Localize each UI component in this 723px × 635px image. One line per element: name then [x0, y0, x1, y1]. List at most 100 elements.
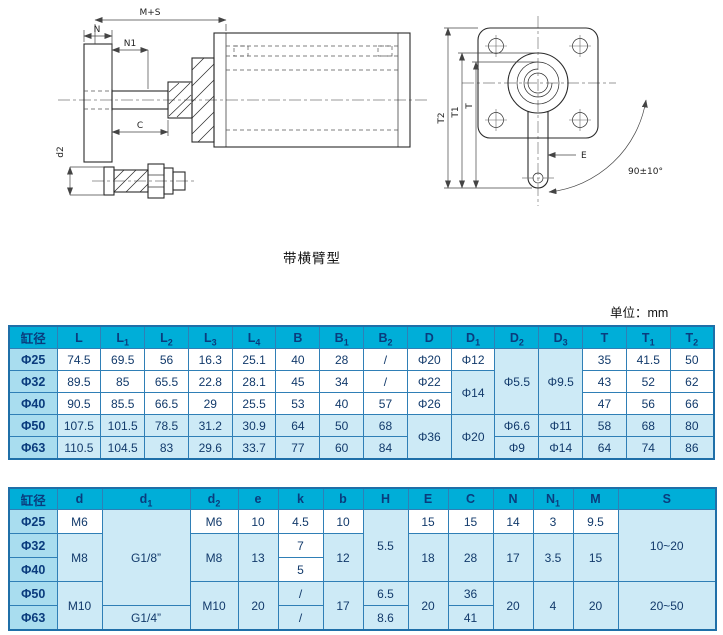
table-cell: 35 — [582, 348, 627, 371]
column-header: e — [237, 487, 279, 510]
dim-ms-label: M+S — [139, 8, 160, 18]
dimension-n1: N1 — [111, 39, 149, 89]
table-cell: 3.5 — [532, 533, 574, 582]
dim-c-label: C — [137, 121, 143, 131]
table-cell: M6 — [189, 509, 239, 534]
table-cell: 50 — [669, 348, 715, 371]
column-header: B — [275, 325, 321, 349]
dim-d2-label: d2 — [56, 146, 66, 157]
table-cell: Φ9.5 — [538, 348, 584, 415]
table-cell: 74.5 — [56, 348, 102, 371]
dimension-t2: T2 — [437, 27, 532, 189]
column-header: d2 — [189, 487, 239, 510]
column-header: D3 — [538, 325, 584, 349]
pivot-pin-assembly — [92, 163, 196, 199]
dim-t2-label: T2 — [437, 112, 447, 124]
column-header: b — [322, 487, 364, 510]
table-cell: 65.5 — [144, 370, 189, 393]
column-header: 缸径 — [8, 487, 58, 510]
table-cell: / — [277, 581, 324, 606]
dim-n-label: N — [94, 25, 101, 35]
table-cell: 60 — [319, 436, 365, 460]
table-cell: 84 — [363, 436, 408, 460]
table-cell: 64 — [275, 414, 321, 437]
table-cell: 15 — [572, 533, 619, 582]
table-cell: 66.5 — [144, 392, 189, 415]
table-cell: 56 — [625, 392, 671, 415]
table-cell: 10 — [237, 509, 279, 534]
table-cell: 53 — [275, 392, 321, 415]
table-cell: 20 — [407, 581, 449, 631]
table-cell: 7 — [277, 533, 324, 558]
table-cell: 104.5 — [100, 436, 146, 460]
table-cell: 64 — [582, 436, 627, 460]
table-cell: 5 — [277, 557, 324, 582]
dimension-t: T — [465, 61, 538, 189]
table-cell: 8.6 — [362, 605, 409, 631]
table-cell: 62 — [669, 370, 715, 393]
column-header: D1 — [450, 325, 496, 349]
angle-label: 90±10° — [628, 167, 663, 177]
side-view-drawing: M+S N N1 C — [56, 8, 430, 199]
dimension-d2: d2 — [56, 146, 104, 196]
table-cell: 68 — [363, 414, 408, 437]
table-cell: 83 — [144, 436, 189, 460]
column-header: T1 — [625, 325, 671, 349]
dim-e-label: E — [581, 151, 587, 161]
column-header: N — [492, 487, 534, 510]
table-cell: G1/4” — [101, 605, 191, 631]
table-cell: 69.5 — [100, 348, 146, 371]
row-header: Φ32 — [8, 370, 58, 393]
table-cell: 10 — [322, 509, 364, 534]
table-cell: 28.1 — [231, 370, 277, 393]
table-cell: 45 — [275, 370, 321, 393]
table-cell: 28 — [447, 533, 494, 582]
row-header: Φ63 — [8, 436, 58, 460]
column-header: k — [277, 487, 324, 510]
table-cell: 90.5 — [56, 392, 102, 415]
table-cell: M10 — [189, 581, 239, 631]
table-cell: 74 — [625, 436, 671, 460]
column-header: D — [406, 325, 452, 349]
table-cell: 29 — [187, 392, 233, 415]
table-cell: 29.6 — [187, 436, 233, 460]
table-cell: 9.5 — [572, 509, 619, 534]
table-cell: 25.5 — [231, 392, 277, 415]
table-cell: 17 — [492, 533, 534, 582]
row-header: Φ63 — [8, 605, 58, 631]
table-cell: 33.7 — [231, 436, 277, 460]
table-cell: 4 — [532, 581, 574, 631]
table-cell: G1/8” — [101, 509, 191, 606]
table-cell: 40 — [319, 392, 365, 415]
table-cell: 31.2 — [187, 414, 233, 437]
dim-t1-label: T1 — [451, 106, 461, 118]
table-cell: 12 — [322, 533, 364, 582]
cross-arm-lever — [522, 111, 554, 189]
table-cell: Φ36 — [406, 414, 452, 460]
table-cell: 28 — [319, 348, 365, 371]
table-cell: M6 — [56, 509, 103, 534]
table-cell: Φ11 — [538, 414, 584, 437]
table-cell: 85 — [100, 370, 146, 393]
row-header: Φ25 — [8, 348, 58, 371]
column-header: 缸径 — [8, 325, 58, 349]
table-cell: 25.1 — [231, 348, 277, 371]
row-header: Φ25 — [8, 509, 58, 534]
table-cell: 20 — [572, 581, 619, 631]
table-cell: 80 — [669, 414, 715, 437]
table-cell: 43 — [582, 370, 627, 393]
column-header: S — [617, 487, 717, 510]
table-cell: 41.5 — [625, 348, 671, 371]
table-cell: Φ26 — [406, 392, 452, 415]
table-cell: 36 — [447, 581, 494, 606]
table-cell: Φ20 — [450, 414, 496, 460]
